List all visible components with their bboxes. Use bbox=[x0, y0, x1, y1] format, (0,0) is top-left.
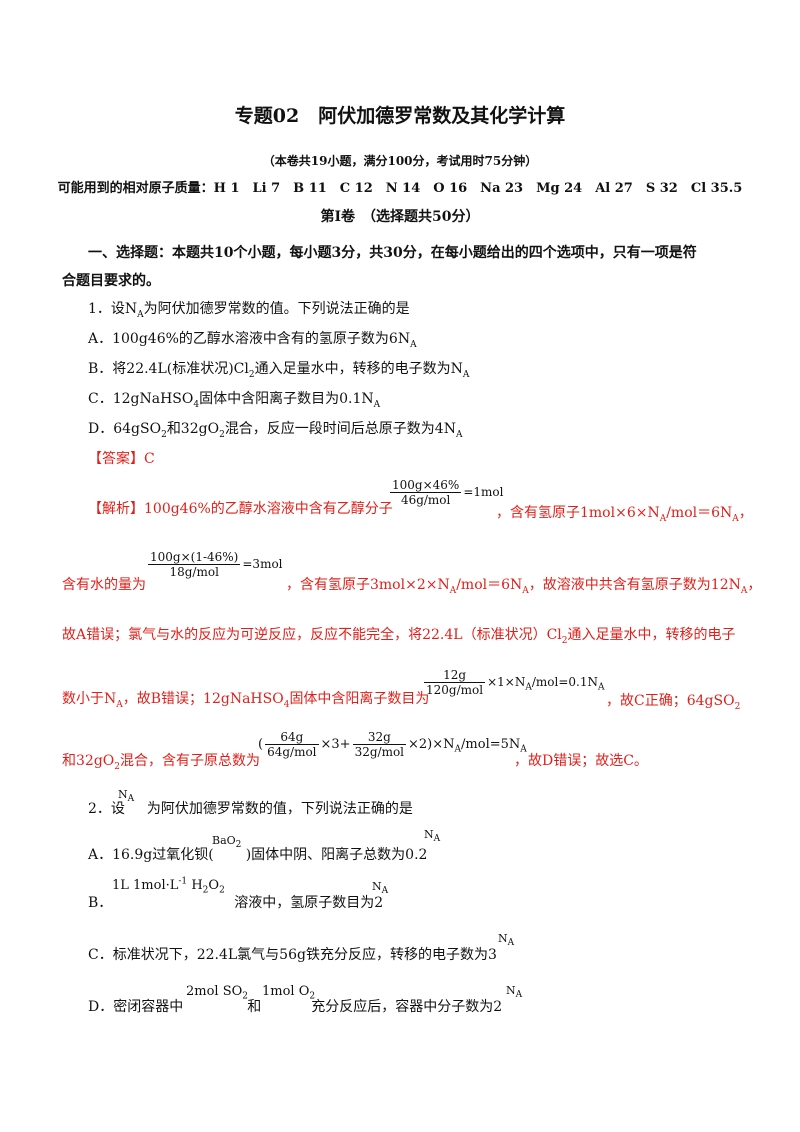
q1-explanation-line1-end: ，含有氢原子1mol×6×NA/mol＝6NA， bbox=[496, 505, 753, 524]
q1-explanation-line5: 和32gO2混合，含有子原总数为 bbox=[62, 753, 260, 772]
q1-option-d: D．64gSO2和32gO2混合，反应一段时间后总原子数为4NA bbox=[88, 421, 463, 440]
q2-a-na: NA bbox=[424, 828, 441, 845]
q2-d-chem2: 1mol O2 bbox=[262, 984, 316, 1002]
q2-d-na: NA bbox=[506, 984, 523, 1001]
q2-option-c: C．标准状况下，22.4L氯气与56g铁充分反应，转移的电子数为3 bbox=[88, 947, 497, 963]
part1-instructions-cont: 合题目要求的。 bbox=[62, 273, 160, 289]
q2-c-na: NA bbox=[498, 932, 515, 949]
q1-stem: 1．设NA为阿伏加德罗常数的值。下列说法正确的是 bbox=[88, 301, 410, 320]
q1-explanation-line1: 【解析】100g46%的乙醇水溶液中含有乙醇分子 bbox=[88, 501, 393, 517]
q2-d-chem1: 2mol SO2 bbox=[186, 984, 249, 1002]
q2-b-chem: 1L 1mol·L-1 H2O2 bbox=[112, 876, 225, 896]
q1-answer: 【答案】C bbox=[88, 451, 155, 467]
section-title: 第I卷 （选择题共50分） bbox=[320, 209, 480, 225]
q1-explanation-line2-start: 含有水的量为 bbox=[62, 577, 146, 593]
q2-option-d: D．密闭容器中和充分反应后，容器中分子数为2 bbox=[88, 999, 503, 1015]
page-title: 专题02 阿伏加德罗常数及其化学计算 bbox=[234, 105, 566, 127]
q1-explanation-conclusion: ，故D错误；故选C。 bbox=[514, 753, 648, 769]
exam-info: （本卷共19小题，满分100分，考试用时75分钟） bbox=[262, 154, 538, 168]
q2-a-chem: BaO2 bbox=[212, 834, 242, 851]
fraction-ethanol: 100g×46%46g/mol=1mol bbox=[390, 478, 504, 507]
q2-b-na: NA bbox=[372, 880, 389, 897]
q1-explanation-line3: 故A错误；氯气与水的反应为可逆反应，反应不能完全，将22.4L（标准状况）Cl2… bbox=[62, 627, 736, 646]
q2-stem: 2．设为阿伏加德罗常数的值，下列说法正确的是 bbox=[88, 801, 413, 817]
q1-option-a: A．100g46%的乙醇水溶液中含有的氢原子数为6NA bbox=[88, 331, 417, 350]
atomic-masses: 可能用到的相对原子质量：H 1 Li 7 B 11 C 12 N 14 O 16… bbox=[57, 181, 743, 196]
q1-explanation-line4: 数小于NA，故B错误；12gNaHSO4固体中含阳离子数目为 bbox=[62, 691, 430, 710]
fraction-water: 100g×(1-46%)18g/mol=3mol bbox=[148, 550, 283, 579]
q1-option-c: C．12gNaHSO4固体中含阳离子数目为0.1NA bbox=[88, 391, 381, 410]
q2-na-symbol: NA bbox=[118, 788, 135, 805]
q2-option-b: B．溶液中，氢原子数目为2 bbox=[88, 895, 384, 911]
part1-instructions: 一、选择题：本题共10个小题，每小题3分，共30分，在每小题给出的四个选项中，只… bbox=[88, 245, 697, 261]
q1-explanation-line2: ，含有氢原子3mol×2×NA/mol＝6NA，故溶液中共含有氢原子数为12NA… bbox=[286, 577, 762, 596]
q1-option-b: B．将22.4L(标准状况)Cl2通入足量水中，转移的电子数为NA bbox=[88, 361, 470, 380]
q2-option-a: A．16.9g过氧化钡()固体中阴、阳离子总数为0.2 bbox=[88, 847, 428, 863]
q1-explanation-line4-end: ，故C正确；64gSO2 bbox=[606, 693, 741, 712]
